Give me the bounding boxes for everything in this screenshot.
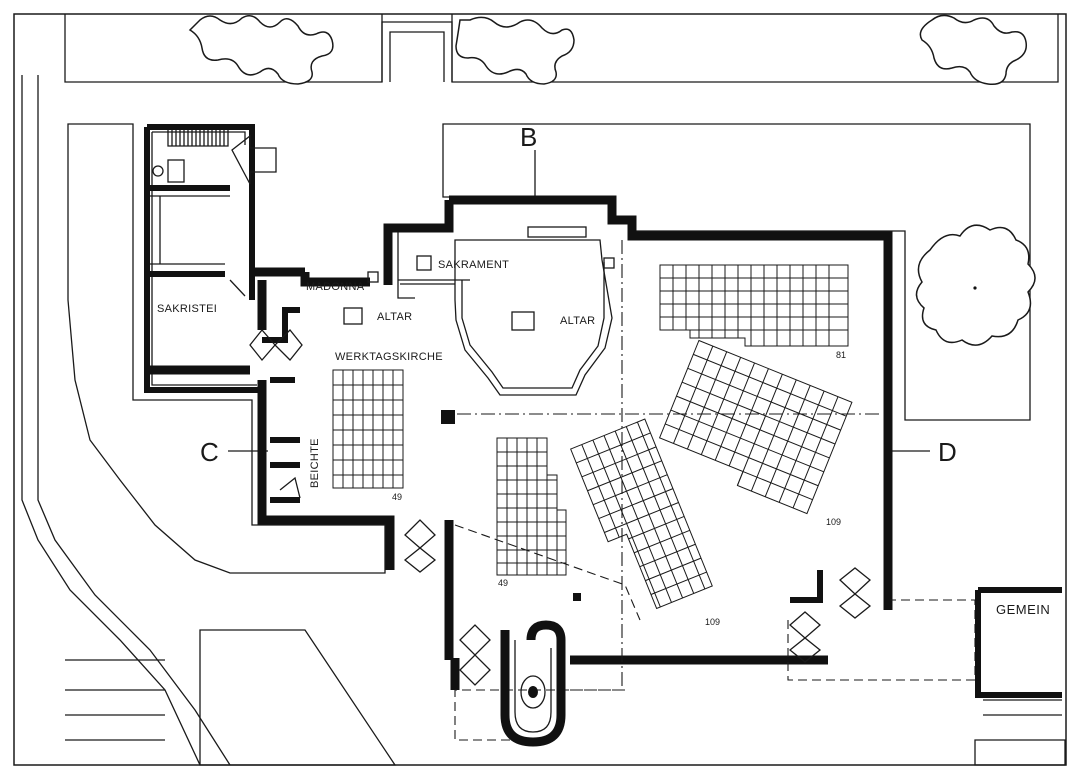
room-label-gemein: GEMEIN xyxy=(996,602,1050,617)
steps-bottom-left xyxy=(65,659,165,741)
side-altar-table xyxy=(343,307,363,325)
seat-block-werktag xyxy=(332,369,404,489)
sink-icon xyxy=(152,165,164,177)
door-southeast xyxy=(788,611,822,663)
seat-block-north xyxy=(659,264,849,347)
seat-count-middle: 109 xyxy=(705,617,720,627)
gate-top xyxy=(381,21,453,82)
guide-lines xyxy=(454,240,976,741)
page-frame xyxy=(13,13,1067,766)
section-marker-d: D xyxy=(938,437,957,467)
door-south-2 xyxy=(838,567,872,619)
entrance-arrow-icon xyxy=(231,134,277,185)
baptistery xyxy=(500,620,566,747)
garden-bottom-left xyxy=(199,629,397,766)
sanctuary xyxy=(343,226,615,396)
room-label-madonna: MADONNA xyxy=(306,281,365,293)
room-label-beichte: BEICHTE xyxy=(309,438,321,488)
column xyxy=(441,410,455,424)
seat-block-east-rotated xyxy=(658,339,853,515)
garden-left xyxy=(67,123,386,574)
sacristy-wing xyxy=(144,124,277,393)
seat-count-east: 109 xyxy=(826,517,841,527)
seating xyxy=(332,264,853,610)
tree-canopy-2 xyxy=(455,16,575,85)
tree-canopy-right xyxy=(915,224,1036,346)
altar-rail xyxy=(527,226,587,238)
section-marker-c: C xyxy=(200,437,219,467)
section-marker-b: B xyxy=(520,122,537,152)
room-label-altar-main: ALTAR xyxy=(560,315,595,327)
font-icon xyxy=(528,686,538,698)
garden-bottom-right xyxy=(974,739,1066,766)
seat-count-north: 81 xyxy=(836,350,846,360)
wc-icon xyxy=(167,159,185,183)
doors xyxy=(249,328,872,686)
door-south-1 xyxy=(459,624,491,686)
column-small xyxy=(573,593,581,601)
door-sacristy xyxy=(249,328,303,362)
seat-count-center: 49 xyxy=(498,578,508,588)
tree-canopy-1 xyxy=(188,15,334,85)
walkway-inner-edge xyxy=(37,75,231,766)
room-label-sakrament: SAKRAMENT xyxy=(438,259,509,271)
seat-count-werktag: 49 xyxy=(392,492,402,502)
door-beichte xyxy=(279,476,301,499)
room-label-werktagskirche: WERKTAGSKIRCHE xyxy=(335,351,443,363)
gemein-building xyxy=(975,587,1062,716)
room-label-altar-side: ALTAR xyxy=(377,311,412,323)
seat-block-middle-rotated xyxy=(570,418,713,610)
stairs-sacristy xyxy=(167,130,229,147)
main-altar-table xyxy=(511,311,535,331)
sakrament-tabernacle xyxy=(416,255,432,271)
tree-trunk-dot xyxy=(973,286,977,290)
walkway-left-edge xyxy=(21,75,201,766)
tree-canopy-3 xyxy=(919,14,1028,86)
door-werktag xyxy=(403,519,437,573)
church-walls xyxy=(252,195,893,690)
seat-block-center xyxy=(496,437,567,576)
room-label-sakristei: SAKRISTEI xyxy=(157,303,217,315)
labels: SAKRISTEI MADONNA SAKRAMENT ALTAR ALTAR … xyxy=(157,259,1050,627)
